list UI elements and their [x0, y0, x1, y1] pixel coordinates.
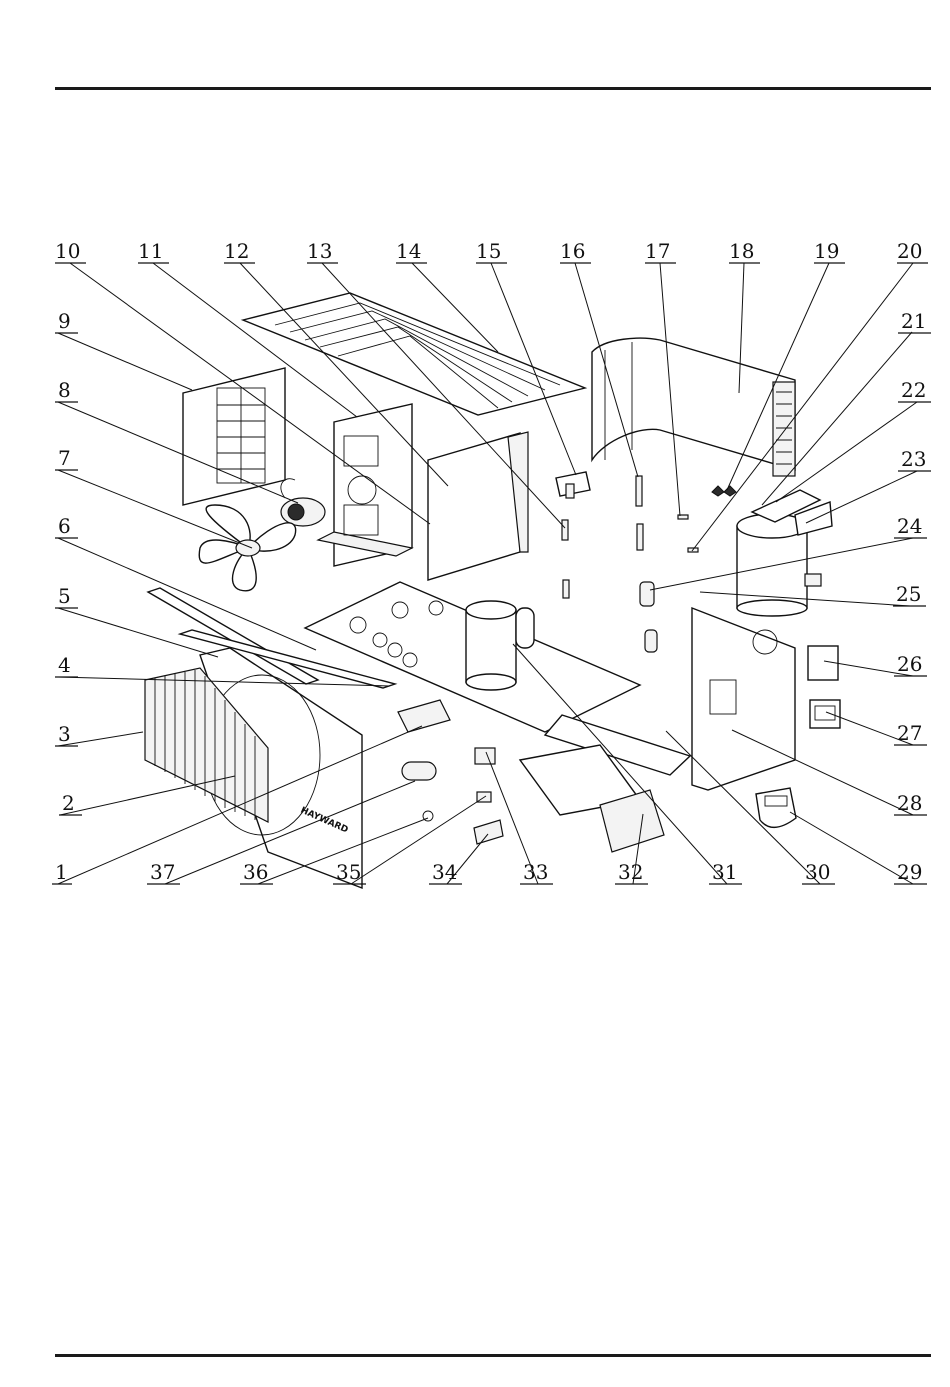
part-drawings: HAYWARD [145, 293, 840, 888]
callout-21: 21 [901, 309, 926, 333]
callout-17: 17 [645, 239, 670, 263]
valves-and-sensors [556, 472, 736, 598]
partition-panel [428, 432, 528, 580]
callout-10: 10 [55, 239, 80, 263]
callout-34: 34 [432, 860, 457, 884]
callout-7: 7 [58, 446, 71, 470]
heat-exchanger-tank [737, 490, 832, 616]
callout-4: 4 [58, 653, 71, 677]
fan-guard-panel [183, 368, 285, 505]
small-electrical-parts [398, 700, 503, 844]
callout-3: 3 [58, 722, 71, 746]
callout-32: 32 [618, 860, 643, 884]
callout-22: 22 [901, 378, 926, 402]
callout-26: 26 [897, 652, 922, 676]
callout-14: 14 [396, 239, 421, 263]
callout-11: 11 [138, 239, 163, 263]
fan-blade [199, 505, 295, 591]
callout-8: 8 [58, 378, 71, 402]
callout-15: 15 [476, 239, 501, 263]
callout-5: 5 [58, 584, 71, 608]
side-panel [692, 608, 795, 790]
callout-13: 13 [307, 239, 332, 263]
callout-37: 37 [150, 860, 175, 884]
top-panel [243, 293, 585, 415]
callout-35: 35 [336, 860, 361, 884]
callout-18: 18 [729, 239, 754, 263]
callout-2: 2 [62, 791, 75, 815]
callout-9: 9 [58, 309, 71, 333]
callout-1: 1 [55, 860, 68, 884]
callout-28: 28 [897, 791, 922, 815]
callout-16: 16 [560, 239, 585, 263]
callout-20: 20 [897, 239, 922, 263]
callout-24: 24 [897, 514, 922, 538]
callout-25: 25 [896, 582, 921, 606]
motor-bracket [318, 404, 412, 566]
fan-motor [281, 479, 325, 526]
callout-36: 36 [243, 860, 268, 884]
callout-33: 33 [523, 860, 548, 884]
callout-19: 19 [814, 239, 839, 263]
callout-6: 6 [58, 514, 71, 538]
callout-12: 12 [224, 239, 249, 263]
filter-driers [640, 582, 657, 652]
callout-31: 31 [712, 860, 737, 884]
callout-23: 23 [901, 447, 926, 471]
callout-29: 29 [897, 860, 922, 884]
callout-27: 27 [897, 721, 922, 745]
electrical-box [520, 715, 690, 852]
callout-30: 30 [805, 860, 830, 884]
